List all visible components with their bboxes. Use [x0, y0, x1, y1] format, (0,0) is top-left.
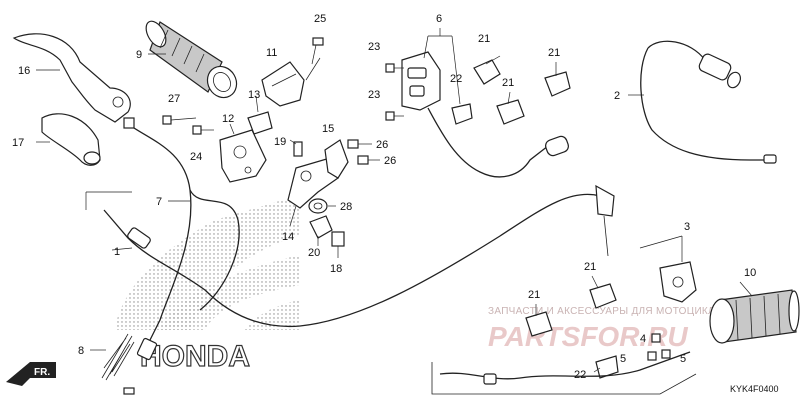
callout-21-b: 21: [502, 77, 514, 89]
part-clip-22-lower: [595, 355, 619, 379]
part-clutch-cable: [123, 117, 240, 351]
callout-21-a: 21: [478, 33, 490, 45]
callout-21-e: 21: [528, 289, 540, 301]
callout-10: 10: [744, 267, 756, 279]
callout-1: 1: [114, 246, 120, 258]
part-screw-4: [651, 333, 661, 343]
part-choke-cable: [640, 40, 777, 164]
callout-20: 20: [308, 247, 320, 259]
callout-7: 7: [156, 196, 162, 208]
part-cable-guide: [261, 61, 305, 107]
svg-text:FR.: FR.: [34, 367, 50, 378]
honda-wing-logo: [115, 195, 300, 330]
part-band-21-lower-2: [589, 283, 617, 309]
part-band-21-upper-1: [473, 59, 501, 85]
callout-3: 3: [684, 221, 690, 233]
diagram-code: KYK4F0400: [730, 384, 779, 394]
callout-22-upper: 22: [450, 73, 462, 85]
callout-18: 18: [330, 263, 342, 275]
callout-5-right: 5: [680, 353, 686, 365]
watermark-shop-line: ЗАПЧАСТИ И АКСЕССУАРЫ ДЛЯ МОТОЦИКЛОВ: [488, 306, 730, 317]
part-screws-5: [647, 349, 671, 361]
part-screws-23: [385, 63, 404, 121]
callout-13: 13: [248, 89, 260, 101]
callout-8: 8: [78, 345, 84, 357]
callout-19: 19: [274, 136, 286, 148]
callout-24: 24: [190, 151, 202, 163]
part-clip-22-upper: [451, 103, 473, 125]
part-band-21-lower-1: [525, 311, 553, 337]
callout-26-upper: 26: [376, 139, 388, 151]
part-band-21-upper-2: [496, 99, 525, 125]
part-lever-bracket: [219, 129, 267, 183]
part-lever-cover: [41, 113, 101, 166]
part-bolt-18: [331, 231, 345, 258]
part-clutch-lever: [12, 33, 131, 123]
part-throttle-cable: [103, 184, 615, 328]
part-lever-15: [324, 139, 349, 179]
callout-23-lower: 23: [368, 89, 380, 101]
callout-21-d: 21: [584, 261, 596, 273]
part-lower-cable-assembly: [431, 351, 697, 395]
callout-15: 15: [322, 123, 334, 135]
callout-12: 12: [222, 113, 234, 125]
callout-26-lower: 26: [384, 155, 396, 167]
part-switch-bracket: [247, 111, 273, 135]
part-cable-end-fitting: [123, 337, 158, 395]
front-direction-arrow: FR.: [6, 362, 56, 386]
part-band-21-upper-3: [544, 71, 571, 97]
honda-wordmark: HONDA: [140, 340, 250, 373]
callout-4: 4: [640, 333, 646, 345]
part-throttle-grip: [709, 289, 800, 344]
callout-11: 11: [266, 47, 277, 59]
leader-lines: [36, 53, 753, 373]
callout-21-c: 21: [548, 47, 560, 59]
part-nut-20: [309, 215, 333, 239]
callout-22-lower: 22: [574, 369, 586, 381]
part-screws-26: [347, 139, 380, 165]
part-bolt-27: [162, 115, 197, 125]
part-return-spring: [101, 333, 135, 381]
part-bolt-24: [192, 125, 214, 135]
callout-17: 17: [12, 137, 24, 149]
callout-9: 9: [136, 49, 142, 61]
callout-25: 25: [314, 13, 326, 25]
callout-6: 6: [436, 13, 442, 25]
callout-5-left: 5: [620, 353, 626, 365]
part-left-grip: [145, 20, 238, 99]
callout-labels: 1 2 3 4 5 5 6 7 8 9 10 11 12 13 14 15 16…: [12, 13, 756, 381]
part-bolt-25: [311, 37, 324, 65]
callout-bracket-lines: [85, 28, 683, 262]
part-washer-28: [308, 198, 328, 214]
callout-2: 2: [614, 90, 620, 102]
callout-28: 28: [340, 201, 352, 213]
part-throttle-housing: [659, 261, 697, 303]
callout-16: 16: [18, 65, 30, 77]
part-handle-switch: [401, 51, 569, 178]
callout-23-upper: 23: [368, 41, 380, 53]
callout-14: 14: [282, 231, 294, 243]
callout-27: 27: [168, 93, 180, 105]
